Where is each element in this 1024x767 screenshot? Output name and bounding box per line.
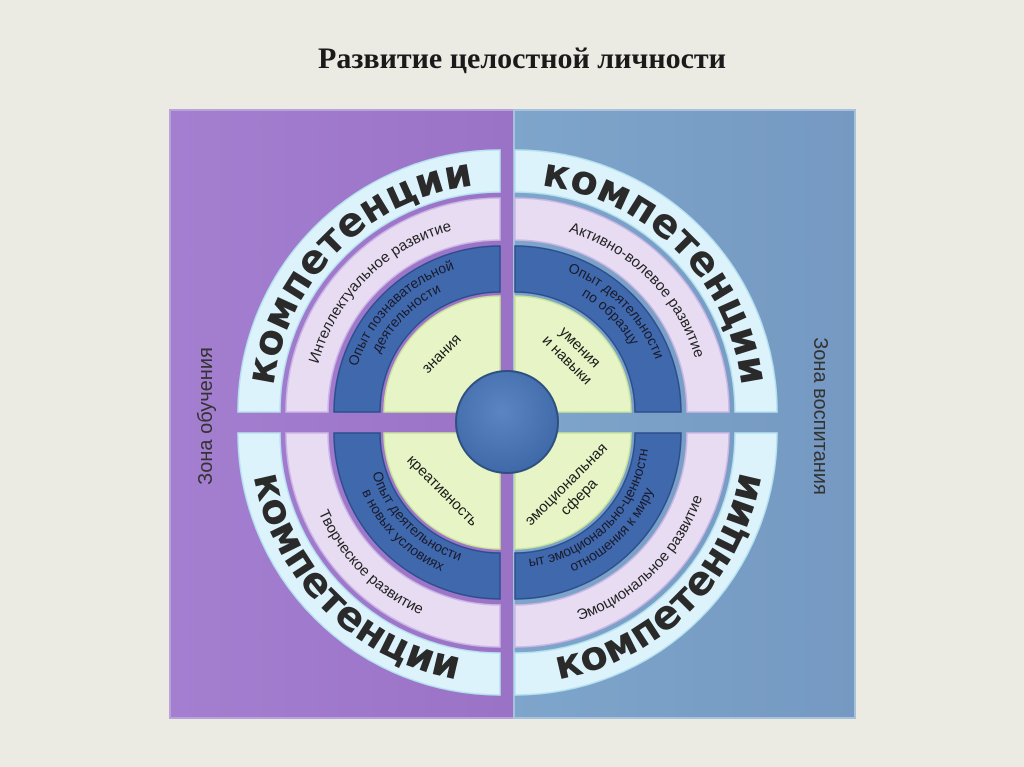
zone-label-right: Зона воспитания [809, 337, 831, 495]
quadrant-bottom-right [514, 432, 778, 696]
competence-ring-top-left [237, 149, 501, 413]
quadrant-top-right [514, 149, 778, 413]
center-circle [455, 370, 559, 474]
development-ring-bottom-left [285, 432, 501, 648]
slide-title: Развитие целостной личности [318, 42, 726, 75]
experience-ring-bottom-right [514, 432, 682, 600]
development-ring-top-right [514, 197, 730, 413]
experience-ring-top-left [333, 245, 501, 413]
zone-label-left: Зона обучения [195, 347, 217, 485]
competence-ring-top-right [514, 149, 778, 413]
development-ring-top-left [285, 197, 501, 413]
experience-ring-top-right [514, 245, 682, 413]
quadrant-top-left [237, 149, 501, 413]
competence-ring-bottom-right [514, 432, 778, 696]
competence-ring-bottom-left [237, 432, 501, 696]
development-ring-bottom-right [514, 432, 730, 648]
quadrant-bottom-left [237, 432, 501, 696]
experience-ring-bottom-left [333, 432, 501, 600]
